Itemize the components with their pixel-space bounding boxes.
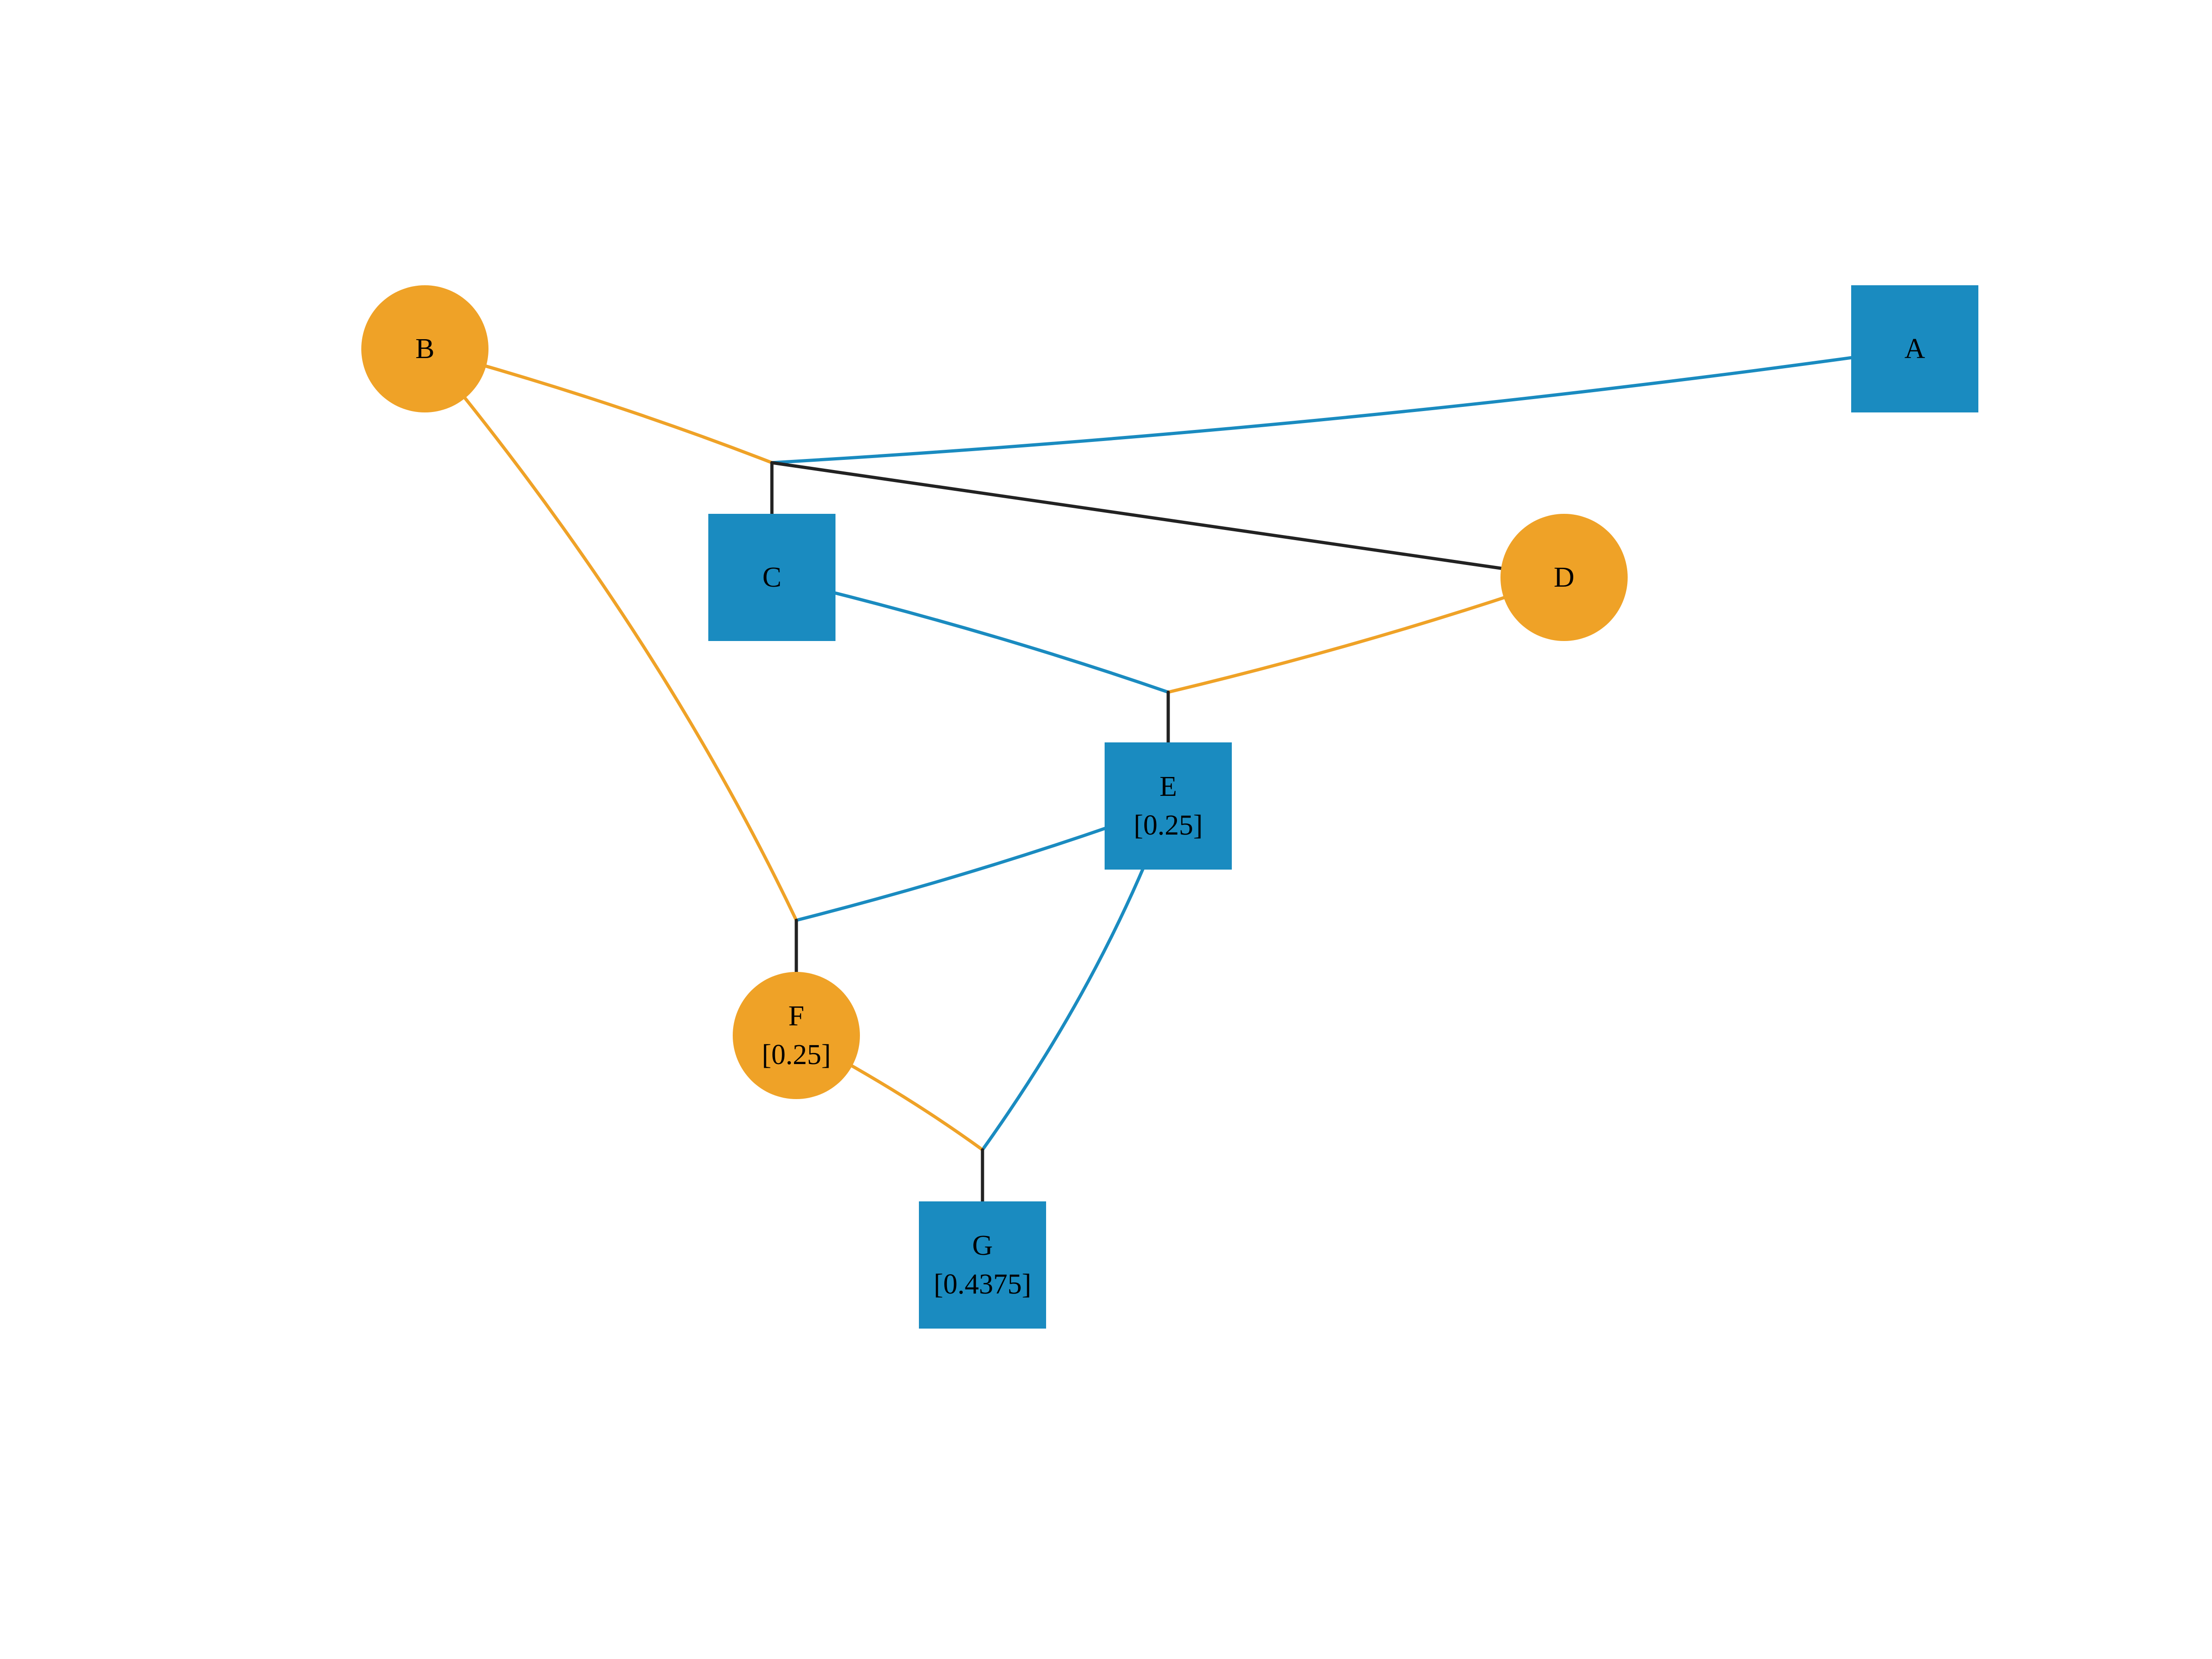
node-label-D: D: [1554, 562, 1575, 593]
link-m-C-D: [770, 461, 1566, 579]
node-F[interactable]: F [0.25]: [733, 972, 860, 1099]
node-circle-F: [733, 972, 860, 1099]
node-label-F: F: [788, 1000, 804, 1032]
nodes-layer: A B C D E [0.25] F [0.25] G [0.4375]: [361, 285, 1978, 1329]
node-value-F: [0.25]: [762, 1039, 831, 1071]
parent-edge-A-C: [770, 347, 1917, 465]
node-label-C: C: [762, 562, 781, 593]
node-G[interactable]: G [0.4375]: [919, 1201, 1046, 1329]
node-square-A: [1851, 285, 1978, 412]
parent-edge-B-F: [423, 347, 798, 922]
node-square-G: [919, 1201, 1046, 1329]
node-B[interactable]: B: [361, 285, 488, 412]
node-value-E: [0.25]: [1134, 810, 1203, 841]
node-square-E: [1105, 742, 1232, 870]
node-value-G: [0.4375]: [934, 1269, 1031, 1300]
node-label-B: B: [415, 333, 434, 365]
node-label-A: A: [1905, 333, 1925, 365]
node-circle-B: [361, 285, 488, 412]
node-circle-D: [1500, 514, 1628, 641]
node-square-C: [708, 514, 835, 641]
node-label-G: G: [972, 1230, 993, 1261]
node-D[interactable]: D: [1500, 514, 1628, 641]
node-E[interactable]: E [0.25]: [1105, 742, 1232, 870]
node-C[interactable]: C: [708, 514, 835, 641]
node-label-E: E: [1159, 771, 1177, 802]
node-A[interactable]: A: [1851, 285, 1978, 412]
